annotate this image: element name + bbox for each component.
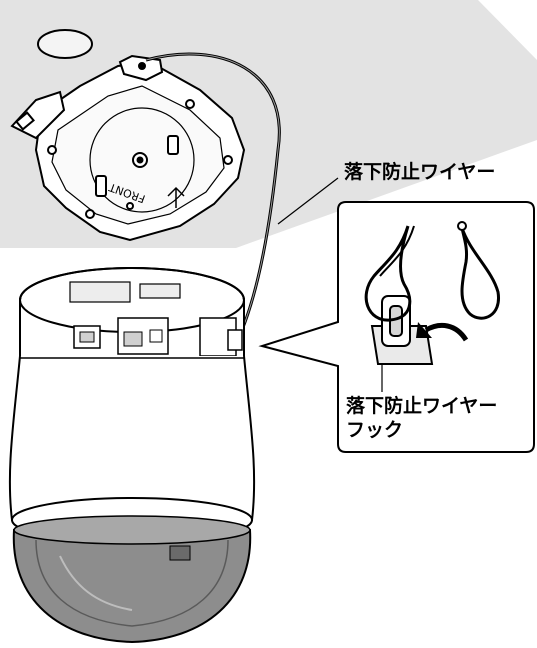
curved-arrow-icon — [424, 322, 469, 342]
hook-label-line1: 落下防止ワイヤー — [346, 395, 498, 417]
hook-detail — [364, 221, 500, 365]
wire-leader-line — [277, 177, 339, 225]
camera-body — [8, 267, 256, 644]
ceiling-hole — [37, 29, 93, 59]
hook-label-line2: フック — [346, 419, 404, 441]
wire-label: 落下防止ワイヤー — [344, 161, 496, 183]
front-arrow-icon — [167, 186, 185, 208]
mount-bracket — [10, 54, 246, 242]
